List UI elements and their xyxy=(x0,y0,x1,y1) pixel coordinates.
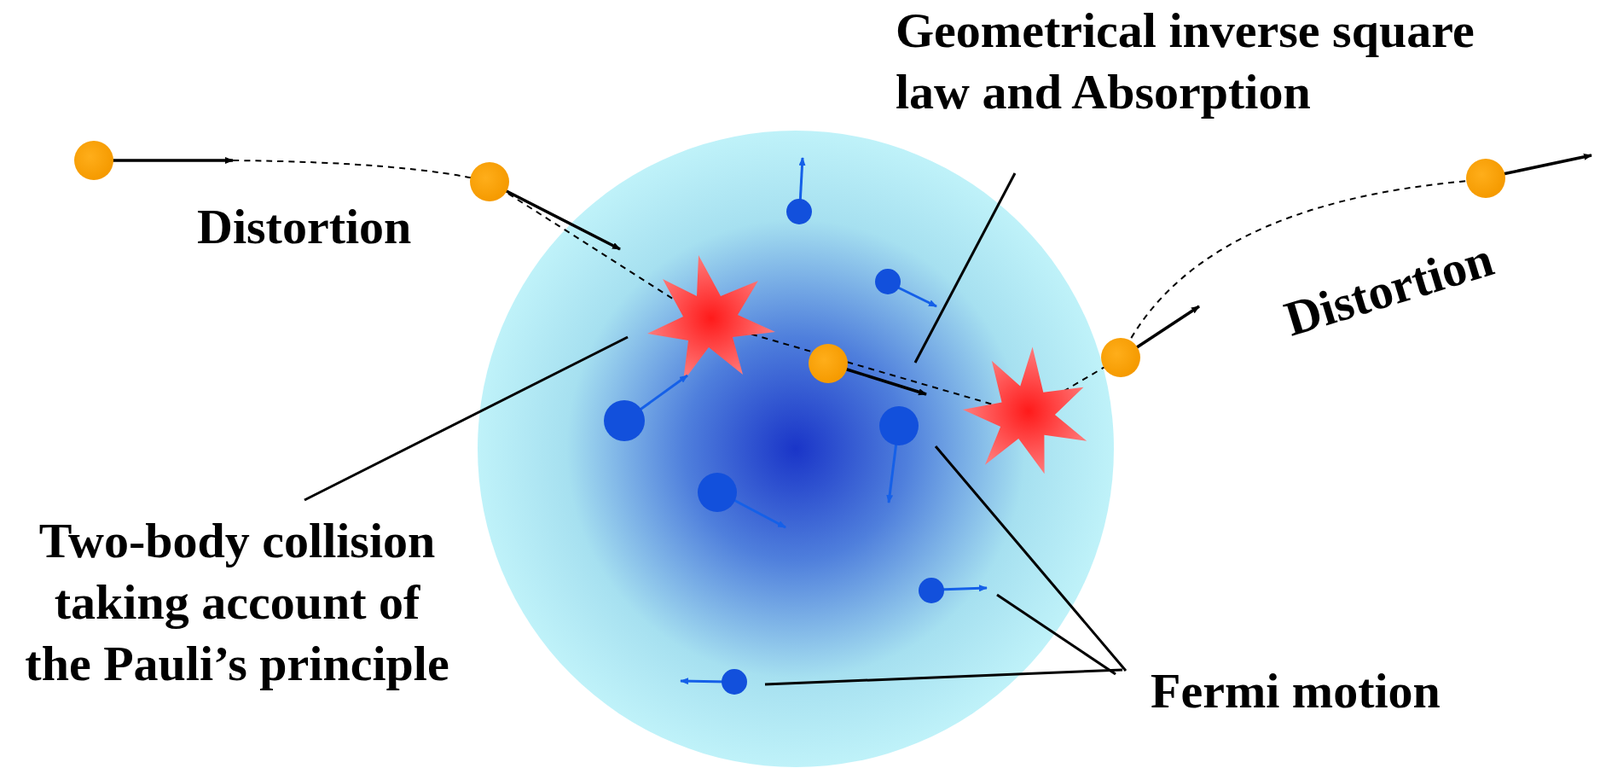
annotation-label: Two-body collision taking account of the… xyxy=(19,510,455,695)
annotation-label: Geometrical inverse square law and Absor… xyxy=(895,0,1510,123)
distortion-label: Distortion xyxy=(1277,228,1501,350)
collision-star xyxy=(950,333,1107,489)
nucleus xyxy=(477,130,1114,767)
leader-lines xyxy=(304,173,1126,685)
projectile xyxy=(74,140,1506,383)
distortion-label: Distortion xyxy=(197,196,412,258)
trajectory xyxy=(232,160,1469,414)
nucleons xyxy=(603,157,987,695)
momentum-arrows xyxy=(106,155,1592,395)
annotation-label: Fermi motion xyxy=(1150,660,1441,722)
collision-star xyxy=(647,255,776,382)
